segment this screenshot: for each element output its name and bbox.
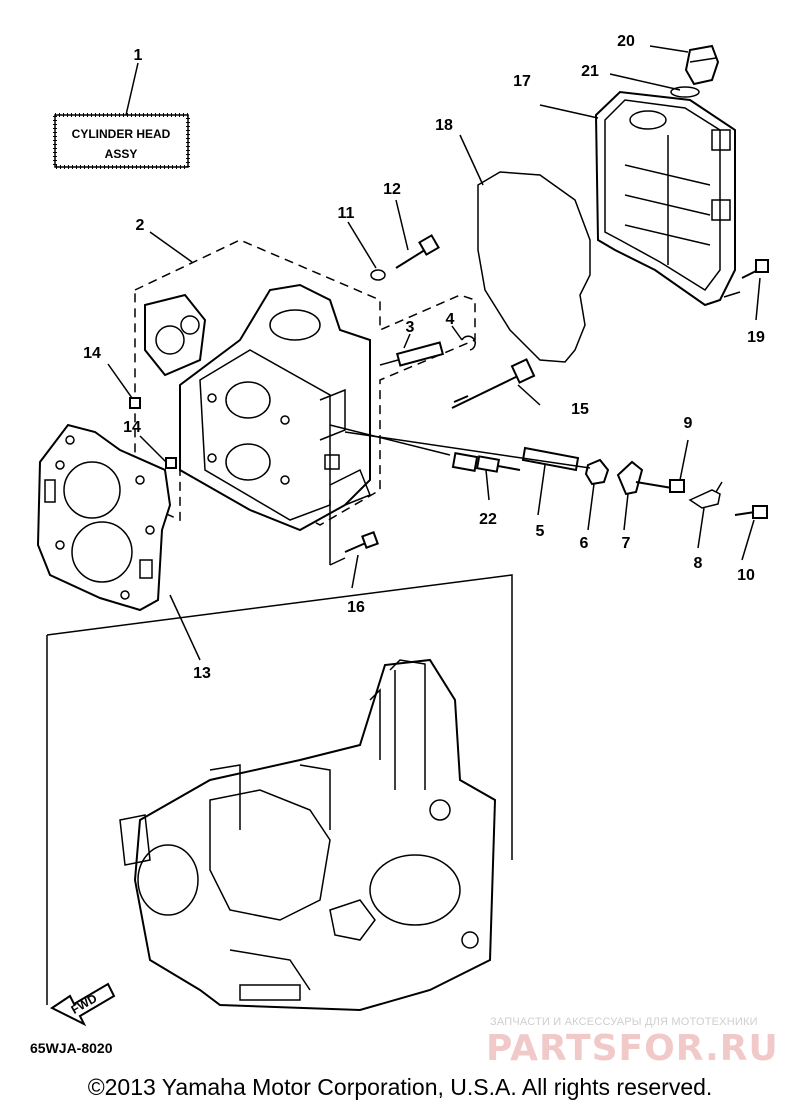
- dowel-14-lower: [165, 457, 177, 469]
- cylinder-head-assy-label: CYLINDER HEAD ASSY: [53, 113, 190, 169]
- label-box-line2: ASSY: [105, 147, 138, 161]
- cylinder-head-cover: [594, 90, 736, 307]
- bolt-19: [741, 259, 769, 279]
- callout-6: 6: [580, 535, 589, 552]
- assembly-dashed-outline: [134, 239, 476, 526]
- o-ring: [670, 86, 700, 98]
- oil-filler-cap: [684, 44, 720, 86]
- callout-22: 22: [479, 511, 497, 528]
- callout-14a: 14: [83, 345, 101, 362]
- callout-19: 19: [747, 329, 765, 346]
- callout-14b: 14: [123, 419, 141, 436]
- callout-10: 10: [737, 567, 755, 584]
- diagram-code: 65WJA-8020: [30, 1040, 113, 1056]
- callout-2: 2: [136, 217, 145, 234]
- nut-6: [584, 458, 610, 486]
- watermark-tagline: ЗАПЧАСТИ И АКСЕССУАРЫ ДЛЯ МОТОТЕХНИКИ: [490, 1016, 758, 1028]
- bolt-12: [395, 234, 440, 269]
- callout-16: 16: [347, 599, 365, 616]
- callout-18: 18: [435, 117, 453, 134]
- clip-4: [461, 335, 476, 351]
- dowel-pin-3: [395, 341, 445, 367]
- callout-numbers: 1 2 3 4 5 6 7 8 9 10 11 12 13 14 14 15 1…: [83, 33, 765, 682]
- bolt-9: [635, 479, 685, 493]
- callout-7: 7: [622, 535, 631, 552]
- callout-3: 3: [406, 319, 415, 336]
- fwd-arrow-icon: FWD: [50, 982, 116, 1027]
- callout-8: 8: [694, 555, 703, 572]
- callout-1: 1: [134, 47, 143, 64]
- dowel-14-upper: [129, 397, 141, 409]
- spark-plug-22: [451, 452, 521, 473]
- callout-15: 15: [571, 401, 589, 418]
- callout-21: 21: [581, 63, 599, 80]
- cylinder-head: [144, 283, 371, 532]
- clamp-8: [688, 481, 723, 509]
- callout-5: 5: [536, 523, 545, 540]
- callout-4: 4: [446, 311, 455, 328]
- leader-lines: [46, 45, 761, 1005]
- washer-11: [370, 269, 386, 281]
- label-box-line1: CYLINDER HEAD: [72, 127, 171, 141]
- cover-gasket: [477, 171, 591, 363]
- callout-9: 9: [684, 415, 693, 432]
- bolt-16: [344, 531, 379, 553]
- copyright-notice: ©2013 Yamaha Motor Corporation, U.S.A. A…: [87, 1074, 713, 1100]
- head-gasket: [36, 423, 172, 612]
- callout-20: 20: [617, 33, 635, 50]
- bracket-7: [616, 460, 644, 496]
- bolt-15: [451, 358, 536, 409]
- cylinder-block: [119, 658, 497, 1012]
- bolt-10: [734, 505, 768, 519]
- watermark-logo: PARTSFOR.RU: [486, 1028, 779, 1069]
- callout-12: 12: [383, 181, 401, 198]
- callout-11: 11: [338, 205, 355, 222]
- callout-13: 13: [193, 665, 211, 682]
- callout-17: 17: [513, 73, 531, 90]
